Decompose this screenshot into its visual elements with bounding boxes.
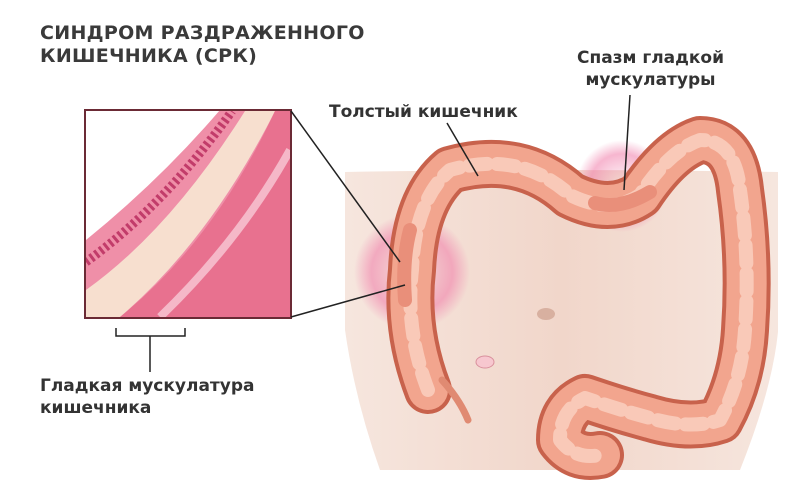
intestinal-wall-inset — [85, 110, 291, 318]
spasm-label-line-2: мускулатуры — [548, 69, 753, 91]
smooth-muscle-label-line-2: кишечника — [40, 397, 255, 419]
page-title: СИНДРОМ РАЗДРАЖЕННОГО КИШЕЧНИКА (СРК) — [40, 22, 365, 68]
smooth-muscle-label: Гладкая мускулатура кишечника — [40, 375, 255, 419]
navel — [537, 308, 555, 320]
spasm-label-line-1: Спазм гладкой — [548, 47, 753, 69]
smooth-muscle-bracket — [116, 328, 185, 372]
spasm-label: Спазм гладкой мускулатуры — [548, 47, 753, 91]
title-line-1: СИНДРОМ РАЗДРАЖЕННОГО — [40, 22, 365, 45]
title-line-2: КИШЕЧНИКА (СРК) — [40, 45, 365, 68]
colon-label: Толстый кишечник — [329, 101, 518, 123]
smooth-muscle-label-line-1: Гладкая мускулатура — [40, 375, 255, 397]
